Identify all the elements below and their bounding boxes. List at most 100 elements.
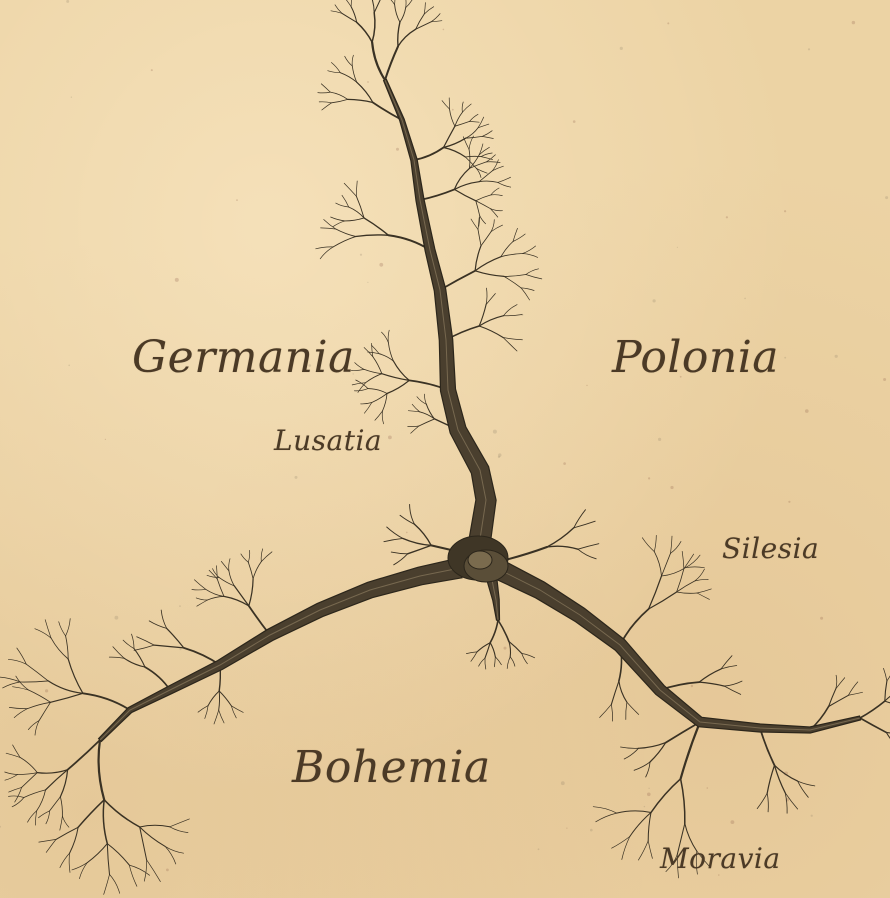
dendrite-branch [123, 640, 134, 649]
dendrite-branch [319, 102, 331, 103]
dendrite-branch [424, 394, 426, 404]
dendrite-branch [330, 92, 347, 99]
dendrite-branch [476, 201, 480, 216]
dendrite-branch [651, 779, 681, 813]
dendrite-branch [697, 593, 709, 599]
dendrite-branch [328, 71, 341, 73]
paper-speck [151, 69, 153, 71]
paper-speck [707, 787, 709, 789]
dendrite-branch [648, 813, 651, 841]
dendrite-branch [361, 403, 372, 404]
dendrite-branch [104, 874, 110, 894]
dendrite-branch [107, 844, 129, 866]
dendrite-branch [491, 188, 499, 195]
dendrite-branch [431, 14, 440, 22]
dendrite-branch [486, 162, 500, 163]
dendrite-branch [129, 865, 137, 886]
paper-speck [644, 806, 645, 807]
dendrite-branch [638, 743, 665, 749]
dendrite-branch [547, 546, 578, 549]
dendrite-branch [14, 709, 27, 718]
dendrite-branch [724, 686, 740, 694]
paper-speck [66, 0, 69, 3]
dendrite-branch [333, 237, 355, 247]
dendrite-branch [479, 326, 503, 338]
paper-speck [563, 462, 566, 465]
dendrite-branch [600, 704, 612, 717]
dendrite-branch [526, 269, 539, 275]
paper-speck [504, 647, 507, 650]
dendrite-branch [192, 589, 206, 590]
region-label-polonia: Polonia [612, 332, 779, 383]
dendrite-branch [444, 138, 466, 147]
dendrite-branch [385, 0, 395, 5]
paper-speck [744, 298, 746, 300]
dendrite-branch [547, 528, 574, 547]
paper-speck [784, 210, 786, 212]
dendrite-branch [523, 246, 536, 254]
dendrite-branch [196, 598, 207, 600]
dendrite-branch [68, 740, 100, 770]
dendrite-branch [521, 288, 530, 300]
dendrite-branch [504, 275, 526, 277]
dendrite-branch [522, 654, 535, 658]
paper-speck [852, 21, 855, 24]
dendrite-branch [485, 658, 486, 669]
dendrite-branch [648, 841, 652, 859]
paper-speck [885, 196, 888, 199]
region-label-silesia: Silesia [722, 532, 819, 565]
dendrite-branch [198, 706, 208, 713]
dendrite-branch [471, 219, 478, 229]
dendrite-branch [348, 99, 373, 102]
trunk-highlight [385, 80, 486, 552]
dendrite-branch [324, 220, 336, 230]
dendrite-branch [677, 592, 698, 593]
dendrite-branch [408, 426, 419, 427]
dendrite-branch [322, 103, 332, 110]
dendrite-branch [345, 56, 353, 66]
dendrite-branch [481, 153, 492, 157]
dendrite-branch [495, 657, 501, 665]
paper-speck [105, 439, 106, 440]
dendrite-branch [860, 718, 886, 732]
dendrite-branch [140, 825, 170, 827]
paper-speck [388, 436, 392, 440]
trunk-highlight [100, 568, 460, 740]
dendrite-branch [83, 693, 130, 710]
dendrite-branch [619, 681, 627, 702]
dendrite-branch [505, 547, 547, 560]
paper-speck [648, 788, 649, 789]
paper-speck [561, 781, 565, 785]
dendrite-branch [69, 853, 70, 872]
dendrite-branch [248, 550, 249, 562]
paper-speck [179, 605, 181, 607]
paper-speck [731, 820, 735, 824]
soma-body [468, 551, 492, 569]
dendrite-branch [509, 641, 511, 657]
dendrite-branch [321, 228, 336, 229]
dendrite-branch [649, 576, 662, 609]
dendrite-branch [331, 217, 345, 221]
dendrite-trunk [99, 558, 462, 741]
dendrite-branch [384, 538, 403, 541]
dendrite-branch [18, 773, 38, 775]
dendrite-branch [490, 620, 498, 643]
neuron-trunks [99, 79, 861, 741]
paper-speck [726, 216, 728, 218]
dendrite-branch [24, 790, 46, 798]
dendrite-branch [336, 229, 356, 237]
region-label-germania: Germania [132, 332, 355, 383]
paper-speck [180, 648, 182, 650]
dendrite-branch [103, 800, 107, 844]
dendrite-branch [170, 819, 190, 827]
dendrite-branch [113, 647, 124, 659]
dendrite-branch [662, 553, 671, 576]
dendrite-branch [364, 369, 382, 373]
paper-speck [820, 617, 823, 620]
paper-speck [68, 365, 70, 367]
dendrite-branch [9, 796, 24, 798]
dendrite-branch [662, 568, 686, 576]
paper-speck [71, 97, 72, 98]
dendrite-branch [8, 659, 26, 664]
dendrite-branch [490, 643, 495, 657]
